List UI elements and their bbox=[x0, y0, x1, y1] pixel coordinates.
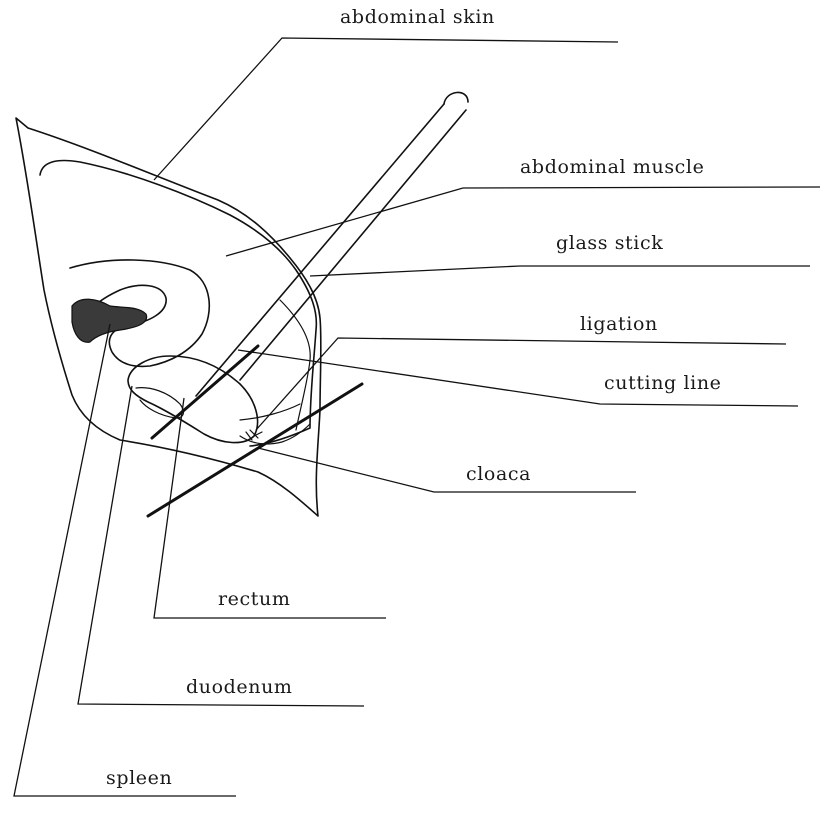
label-abdominal-muscle: abdominal muscle bbox=[520, 156, 704, 178]
label-cloaca: cloaca bbox=[466, 463, 531, 485]
rectum-sac bbox=[128, 356, 258, 443]
inner-body-curve-2 bbox=[240, 404, 300, 420]
label-glass-stick: glass stick bbox=[556, 232, 663, 254]
leader-glass-stick bbox=[310, 266, 810, 276]
glass-stick bbox=[196, 92, 468, 396]
abdominal-skin-outline bbox=[16, 118, 321, 516]
leader-cloaca bbox=[258, 448, 636, 492]
leader-lines bbox=[14, 38, 820, 796]
leader-rectum bbox=[154, 398, 386, 618]
label-ligation: ligation bbox=[580, 313, 658, 335]
cutting-line-1 bbox=[152, 346, 258, 438]
label-spleen: spleen bbox=[106, 767, 172, 789]
leader-abdominal-muscle bbox=[226, 187, 820, 256]
label-rectum: rectum bbox=[218, 588, 290, 610]
label-abdominal-skin: abdominal skin bbox=[340, 6, 495, 28]
leader-duodenum bbox=[78, 386, 364, 706]
rectum-inner bbox=[136, 388, 183, 418]
spleen-blob bbox=[72, 299, 147, 342]
label-duodenum: duodenum bbox=[186, 676, 293, 698]
label-cutting-line: cutting line bbox=[604, 372, 722, 394]
